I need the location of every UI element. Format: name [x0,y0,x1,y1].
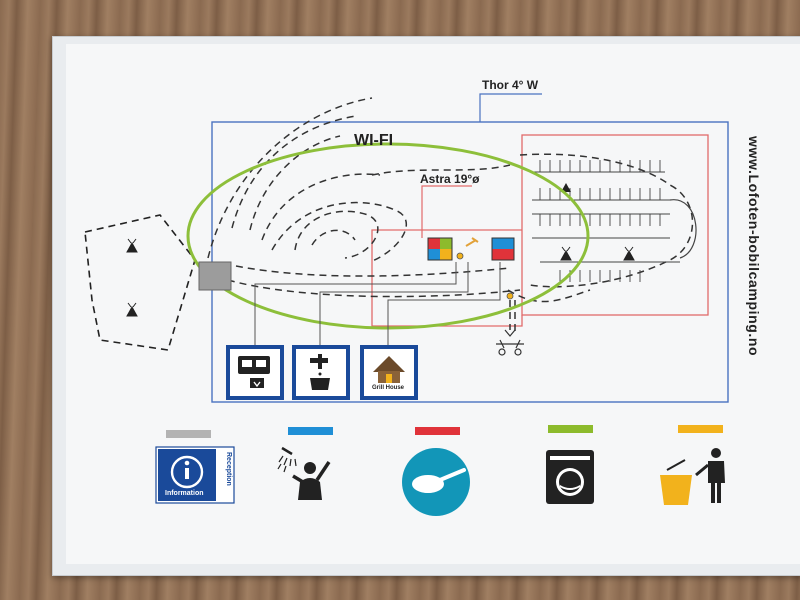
legend-bar-shower [288,427,333,435]
legend-bar-laundry [548,425,593,433]
connector-dot [456,252,464,260]
wifi-label: WI-FI [354,132,394,149]
parking-stalls [532,160,697,282]
reception-icon-label: Reception [225,452,232,486]
reception-icon [155,446,235,504]
grill-house-label: Grill House [372,385,405,391]
legend-bar-garbage [678,425,723,433]
shower-building [491,237,515,261]
legend-bars [166,425,723,438]
tent-icon [126,183,635,317]
laundry-icon [546,450,594,504]
water-tap-icon [292,345,350,400]
garbage-icon [660,448,725,505]
waste-station [496,329,524,356]
legend-bar-reception [166,430,211,438]
thor-connector [479,93,542,122]
utility-marker [465,237,479,247]
tent-area [84,214,196,351]
icon-connectors [254,262,501,345]
grill-house-icon [360,345,418,400]
connector-dot [506,292,514,300]
information-icon-label: Information [165,490,204,497]
reception-building [198,261,232,291]
astra-satellite-label: Astra 19°ø [420,172,480,186]
kitchen-icon [402,448,470,516]
service-building [427,237,453,261]
road-network [207,97,694,332]
legend-bar-kitchen [415,427,460,435]
thor-satellite-label: Thor 4° W [482,78,539,92]
shower-icon [277,446,331,500]
motorhome-service-icon [226,345,284,400]
website-url: www.Lofoten-bobilcamping.no [746,136,762,357]
astra-connector [421,185,472,238]
parking-zone [521,134,709,316]
